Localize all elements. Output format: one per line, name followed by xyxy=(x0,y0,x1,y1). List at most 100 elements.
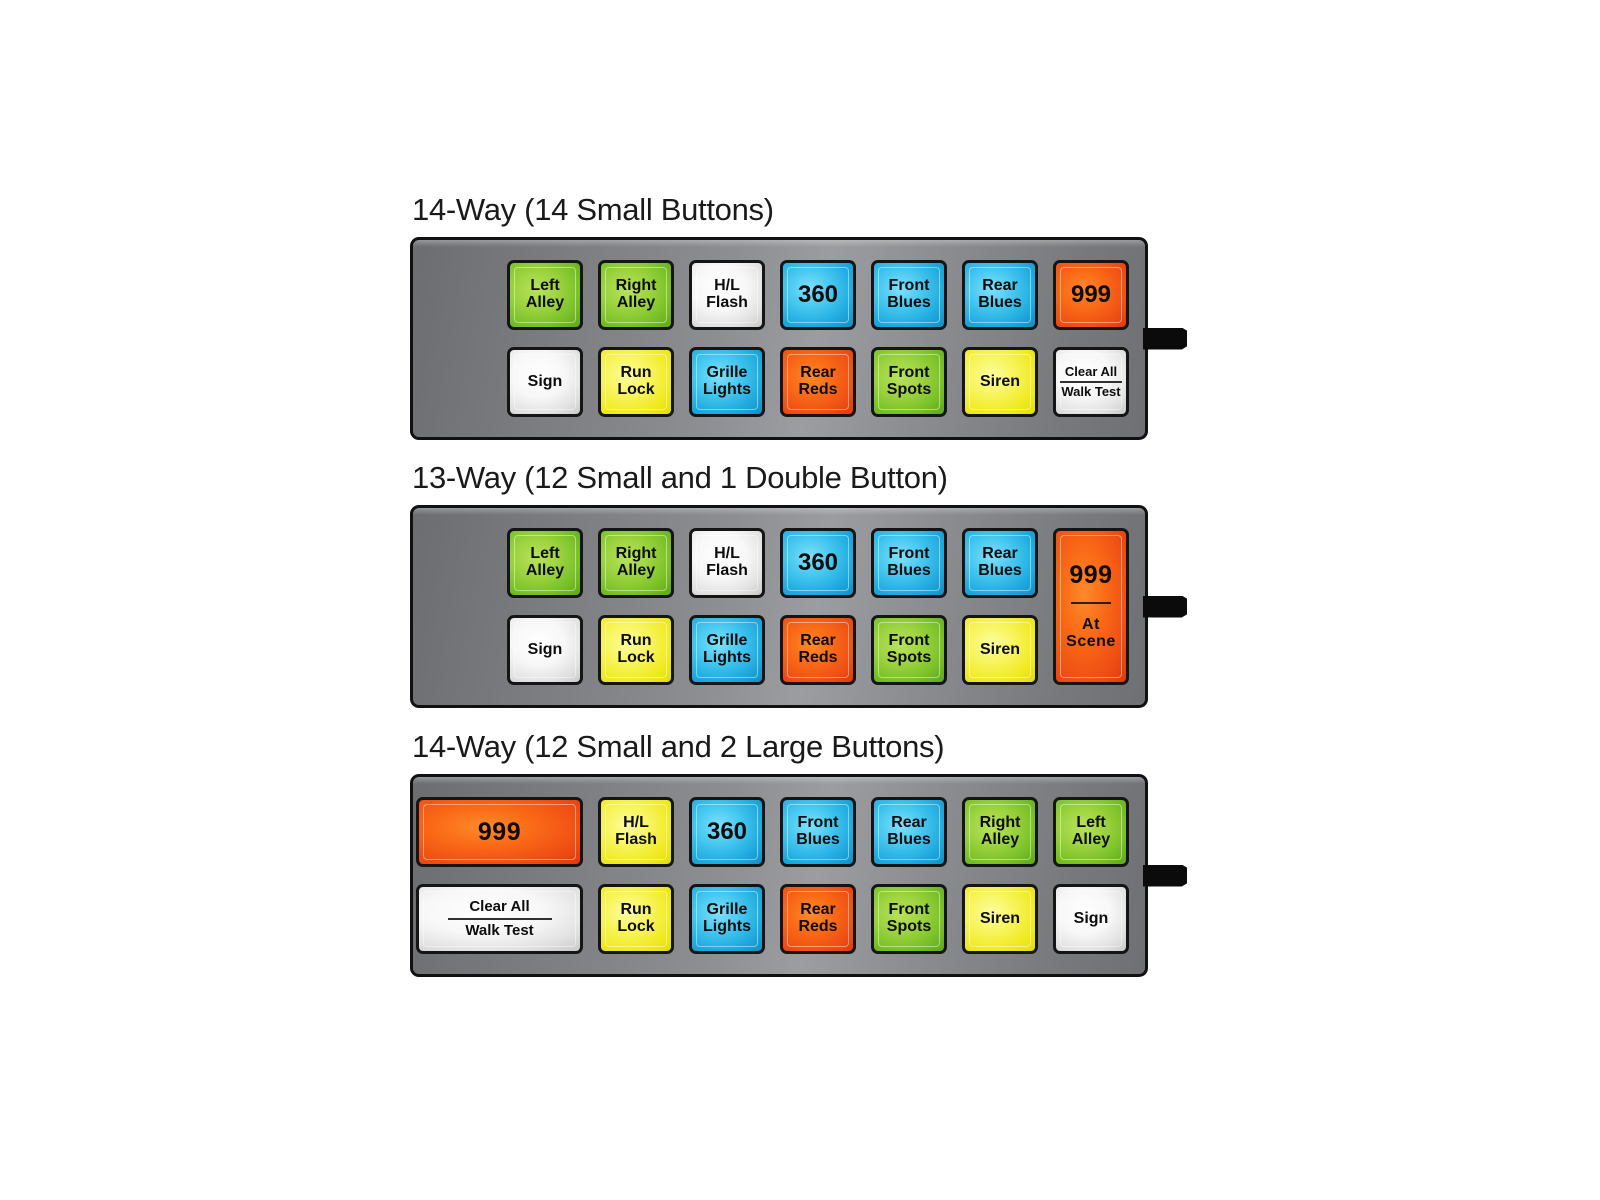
button-siren[interactable]: Siren xyxy=(962,615,1038,685)
button-label-line: 999 xyxy=(477,817,522,846)
button-360[interactable]: 360 xyxy=(780,260,856,330)
button-label-line: H/L xyxy=(623,814,649,832)
button-label-line: Grille xyxy=(706,364,748,382)
button-label-line: 360 xyxy=(797,281,839,309)
button-label-line: Sign xyxy=(527,372,563,390)
button-label-line: Front xyxy=(888,632,930,650)
button-label-line: Blues xyxy=(887,562,931,579)
button-label-line: Spots xyxy=(886,918,932,935)
button-label-line: Reds xyxy=(798,918,838,935)
button-label-line: Alley xyxy=(616,294,656,311)
button-siren[interactable]: Siren xyxy=(962,884,1038,954)
button-label-line: Blues xyxy=(978,562,1022,579)
button-999[interactable]: 999 xyxy=(1053,260,1129,330)
button-label-line: Front xyxy=(888,364,930,382)
button-label: Siren xyxy=(980,910,1020,928)
button-sign[interactable]: Sign xyxy=(1053,884,1129,954)
button-label: 999 xyxy=(1071,282,1111,307)
button-label-line: Grille xyxy=(706,632,748,650)
button-label: Sign xyxy=(1073,909,1109,928)
button-label-line: Siren xyxy=(979,372,1020,390)
button-label-line: Sign xyxy=(1073,909,1109,927)
button-label-line: Right xyxy=(979,814,1021,832)
button-label-line: Clear All xyxy=(1064,364,1118,380)
button-label-line: Lock xyxy=(617,918,655,935)
button-label-line: Lock xyxy=(617,381,655,398)
label-divider xyxy=(1070,601,1111,604)
label-divider xyxy=(447,918,552,920)
button-label-line: Alley xyxy=(525,294,565,311)
button-label-line: 999 xyxy=(1069,561,1113,590)
button-label-line: Rear xyxy=(982,277,1018,295)
button-sign[interactable]: Sign xyxy=(507,347,583,417)
button-label-line: Reds xyxy=(798,649,838,666)
button-label-line: Left xyxy=(1076,814,1106,832)
button-label-line: Rear xyxy=(800,364,836,382)
button-label-line: Lock xyxy=(617,649,655,666)
button-label-line: Run xyxy=(620,901,652,919)
button-360[interactable]: 360 xyxy=(780,528,856,598)
button-label-line: Flash xyxy=(615,831,657,848)
button-label: Siren xyxy=(980,641,1020,659)
button-999[interactable]: 999 xyxy=(416,797,583,867)
button-siren[interactable]: Siren xyxy=(962,347,1038,417)
button-sign[interactable]: Sign xyxy=(507,615,583,685)
button-label-line: Rear xyxy=(800,632,836,650)
button-label: 360 xyxy=(798,550,838,575)
label-divider xyxy=(1060,381,1122,383)
button-label-line: Rear xyxy=(982,545,1018,563)
button-label: 999 xyxy=(478,819,521,846)
button-label-line: Blues xyxy=(796,831,840,848)
button-label-line: 999 xyxy=(1070,281,1112,309)
button-360[interactable]: 360 xyxy=(689,797,765,867)
button-label-line: Alley xyxy=(616,562,656,579)
